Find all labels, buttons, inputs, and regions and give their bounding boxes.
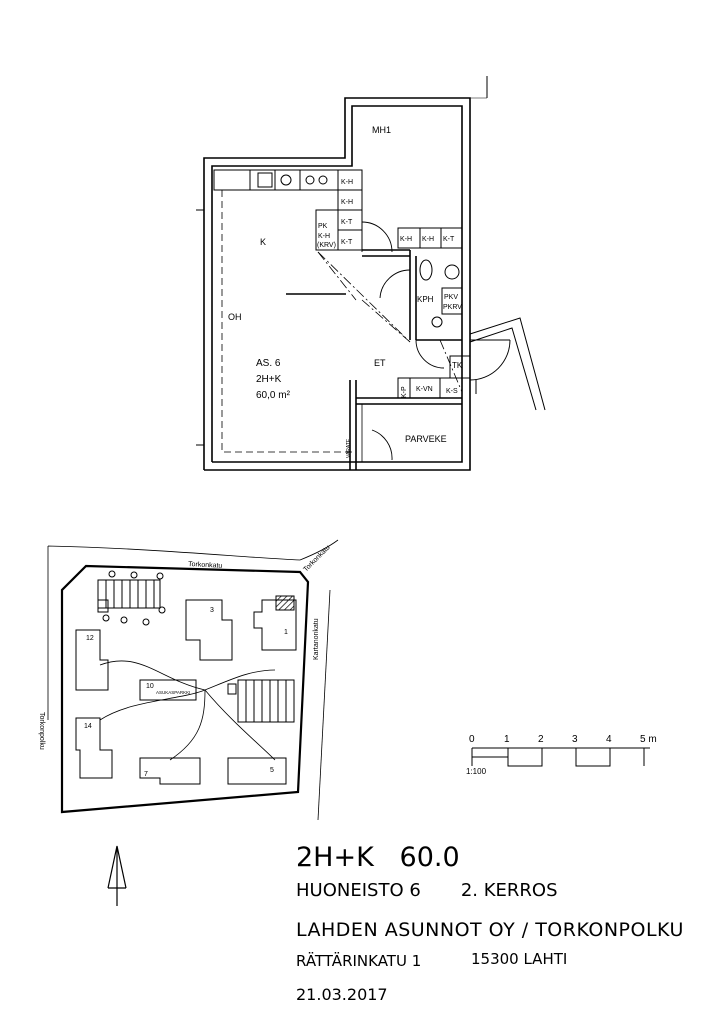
building-number-7: 7 (144, 771, 148, 778)
building-1 (253, 599, 297, 651)
title-postal: 15300 LAHTI (471, 950, 568, 968)
door-swings (361, 221, 511, 461)
street-northeast: Torkonkatu (302, 544, 331, 573)
scale-tick-5: 5 m (640, 734, 657, 745)
room-label-k: K (260, 237, 266, 247)
bathroom-fixtures (419, 259, 463, 328)
scale-tick-3: 3 (572, 734, 578, 745)
plot-boundary (60, 564, 310, 814)
building-3 (185, 599, 233, 661)
room-label-kph: KPH (417, 295, 434, 304)
street-north: Torkonkatu (188, 561, 223, 570)
building-number-1: 1 (284, 629, 288, 636)
cabinet-pkrv: PKRV (443, 304, 462, 311)
walkways (99, 660, 276, 761)
cabinet-kp: K-P (401, 386, 408, 398)
room-label-mh1: MH1 (372, 125, 391, 135)
scale-tick-4: 4 (606, 734, 612, 745)
scale-tick-0: 0 (469, 734, 475, 745)
building-number-10: 10 (146, 683, 154, 690)
cabinet-kt-2: K-T (341, 239, 353, 246)
cabinet-kh-3: K-H (400, 236, 412, 243)
building-5 (227, 757, 287, 785)
dash-dot-lines (317, 251, 463, 393)
street-west: Torkonpolku (38, 712, 45, 750)
building-12 (75, 629, 109, 691)
apartment-area: 60,0 m² (256, 390, 291, 401)
trees (102, 570, 166, 626)
balcony-railing (361, 403, 463, 463)
cabinet-kt-3: K-T (443, 236, 455, 243)
room-label-parveke: PARVEKE (405, 434, 447, 444)
parking-north (97, 579, 161, 609)
kitchen-counter (213, 169, 339, 191)
building-number-14: 14 (84, 723, 92, 730)
scale-ratio: 1:100 (466, 767, 487, 776)
cabinet-kh-2: K-H (341, 199, 353, 206)
varate-label: VARATE (346, 438, 352, 458)
title-company: LAHDEN ASUNNOT OY / TORKONPOLKU (296, 919, 684, 941)
room-label-et: ET (374, 358, 386, 368)
title-date: 21.03.2017 (296, 985, 388, 1004)
kitchen-cabinet-column (315, 169, 363, 251)
site-plan (47, 539, 339, 821)
title-apartment-floor: HUONEISTO 6 2. KERROS (296, 880, 558, 901)
parking-east (237, 679, 295, 723)
cabinet-pk: PK (318, 223, 328, 230)
apartment-name: AS. 6 (256, 358, 281, 369)
street-east: Kartanonkatu (313, 618, 320, 660)
cabinet-kvn: K-VN (416, 386, 433, 393)
building-14 (75, 717, 113, 779)
building-7 (139, 757, 201, 785)
title-address: RÄTTÄRINKATU 1 (296, 952, 422, 970)
building-number-12: 12 (86, 635, 94, 642)
north-arrow-icon (107, 845, 127, 906)
building-10 (139, 679, 197, 701)
stairwell-outline (469, 317, 546, 411)
building-number-5: 5 (270, 767, 274, 774)
cabinet-pkv: PKV (444, 294, 458, 301)
cabinet-krv: (KRV) (317, 242, 336, 249)
dashed-ceiling-outline (221, 190, 352, 453)
hall-cabinets (397, 355, 471, 399)
cabinet-kh-krv: K-H (318, 233, 330, 240)
storage-cabinets-row (397, 227, 463, 249)
cabinet-kh-1: K-H (341, 179, 353, 186)
exterior-walls (203, 97, 471, 471)
scale-tick-2: 2 (538, 734, 544, 745)
cabinet-ks: K-S (446, 388, 458, 395)
scale-bar (471, 747, 650, 767)
parking-label: ASUKASPARKKI (156, 690, 190, 695)
buildings (75, 595, 297, 785)
building-number-3: 3 (210, 607, 214, 614)
title-type-area: 2H+K 60.0 (296, 842, 460, 873)
apartment-type: 2H+K (256, 374, 282, 385)
room-label-tk: TK (452, 361, 463, 370)
cabinet-kt-1: K-T (341, 219, 353, 226)
room-label-oh: OH (228, 312, 242, 322)
cabinet-kh-4: K-H (422, 236, 434, 243)
scale-tick-1: 1 (504, 734, 510, 745)
